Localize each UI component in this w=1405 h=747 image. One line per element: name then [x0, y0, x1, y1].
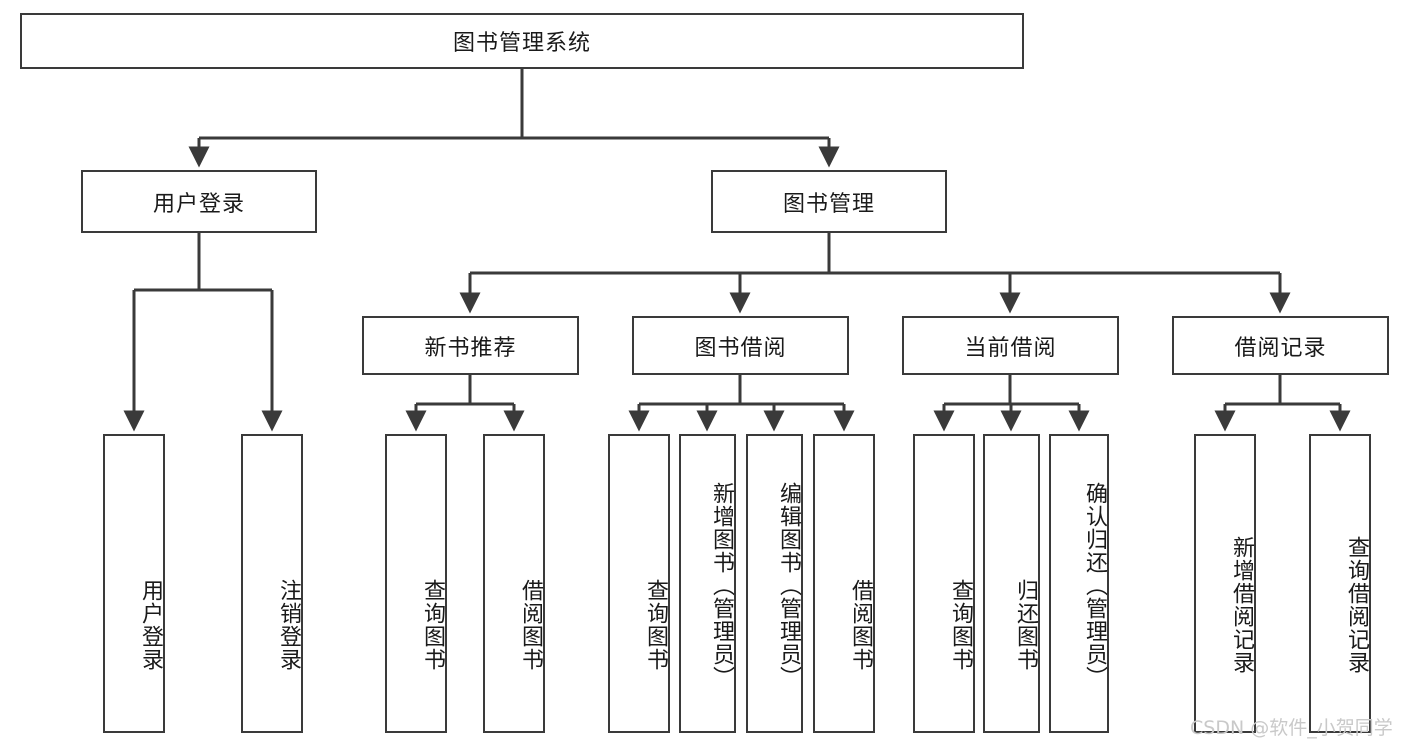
node-leaf-query-book-3-label: 查询图书 — [948, 578, 973, 671]
node-leaf-edit-book-label: 编辑图书（管理员） — [776, 482, 801, 689]
node-leaf-borrow-book-1-label: 借阅图书 — [518, 578, 543, 671]
node-new-book-recommend[interactable]: 新书推荐 — [362, 316, 579, 375]
node-user-login[interactable]: 用户登录 — [81, 170, 317, 233]
node-leaf-query-book-2-label: 查询图书 — [643, 578, 668, 671]
node-leaf-query-book-3[interactable]: 查询图书 — [913, 434, 975, 733]
node-borrow-record[interactable]: 借阅记录 — [1172, 316, 1389, 375]
node-leaf-user-login-label: 用户登录 — [138, 578, 163, 671]
node-leaf-confirm-return-label: 确认归还（管理员） — [1082, 482, 1107, 689]
node-leaf-add-record[interactable]: 新增借阅记录 — [1194, 434, 1256, 733]
node-new-book-recommend-label: 新书推荐 — [424, 335, 517, 361]
node-leaf-edit-book[interactable]: 编辑图书（管理员） — [746, 434, 803, 733]
node-user-login-label: 用户登录 — [152, 191, 245, 217]
node-leaf-add-book[interactable]: 新增图书（管理员） — [679, 434, 736, 733]
node-borrow-record-label: 借阅记录 — [1234, 335, 1327, 361]
node-leaf-query-book-2[interactable]: 查询图书 — [608, 434, 670, 733]
node-leaf-return-book-label: 归还图书 — [1013, 578, 1038, 671]
node-leaf-logout-label: 注销登录 — [276, 578, 301, 671]
node-current-borrow[interactable]: 当前借阅 — [902, 316, 1119, 375]
node-leaf-return-book[interactable]: 归还图书 — [983, 434, 1040, 733]
node-root-label: 图书管理系统 — [452, 31, 591, 56]
node-book-manage[interactable]: 图书管理 — [711, 170, 947, 233]
node-root[interactable]: 图书管理系统 — [20, 13, 1024, 69]
node-book-borrow[interactable]: 图书借阅 — [632, 316, 849, 375]
node-leaf-borrow-book-2-label: 借阅图书 — [848, 578, 873, 671]
node-leaf-add-record-label: 新增借阅记录 — [1229, 535, 1254, 674]
node-leaf-add-book-label: 新增图书（管理员） — [709, 482, 734, 689]
node-leaf-query-record-label: 查询借阅记录 — [1344, 535, 1369, 674]
node-leaf-query-book-1-label: 查询图书 — [420, 578, 445, 671]
node-leaf-confirm-return[interactable]: 确认归还（管理员） — [1049, 434, 1109, 733]
csdn-watermark: CSDN @软件_小贺同学 — [1190, 717, 1393, 739]
node-leaf-borrow-book-1[interactable]: 借阅图书 — [483, 434, 545, 733]
node-leaf-borrow-book-2[interactable]: 借阅图书 — [813, 434, 875, 733]
node-current-borrow-label: 当前借阅 — [964, 335, 1057, 361]
node-leaf-query-book-1[interactable]: 查询图书 — [385, 434, 447, 733]
node-book-borrow-label: 图书借阅 — [694, 335, 787, 361]
node-leaf-query-record[interactable]: 查询借阅记录 — [1309, 434, 1371, 733]
node-leaf-user-login[interactable]: 用户登录 — [103, 434, 165, 733]
node-leaf-logout[interactable]: 注销登录 — [241, 434, 303, 733]
node-book-manage-label: 图书管理 — [782, 191, 875, 217]
